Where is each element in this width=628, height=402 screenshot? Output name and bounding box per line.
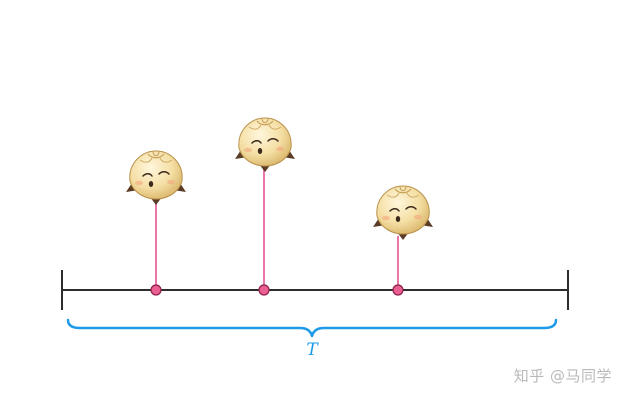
watermark: 知乎 @马同学	[513, 367, 612, 385]
event-2	[234, 117, 296, 296]
steamed-bun-icon	[372, 185, 434, 241]
interval-brace	[66, 318, 558, 338]
event-2-marker	[258, 284, 270, 296]
event-3-marker	[392, 284, 404, 296]
interval-label: T	[306, 340, 319, 360]
steamed-bun-icon	[234, 117, 296, 173]
event-3	[372, 185, 434, 296]
event-1-marker	[150, 284, 162, 296]
steamed-bun-icon	[125, 150, 187, 206]
event-1	[125, 150, 187, 296]
